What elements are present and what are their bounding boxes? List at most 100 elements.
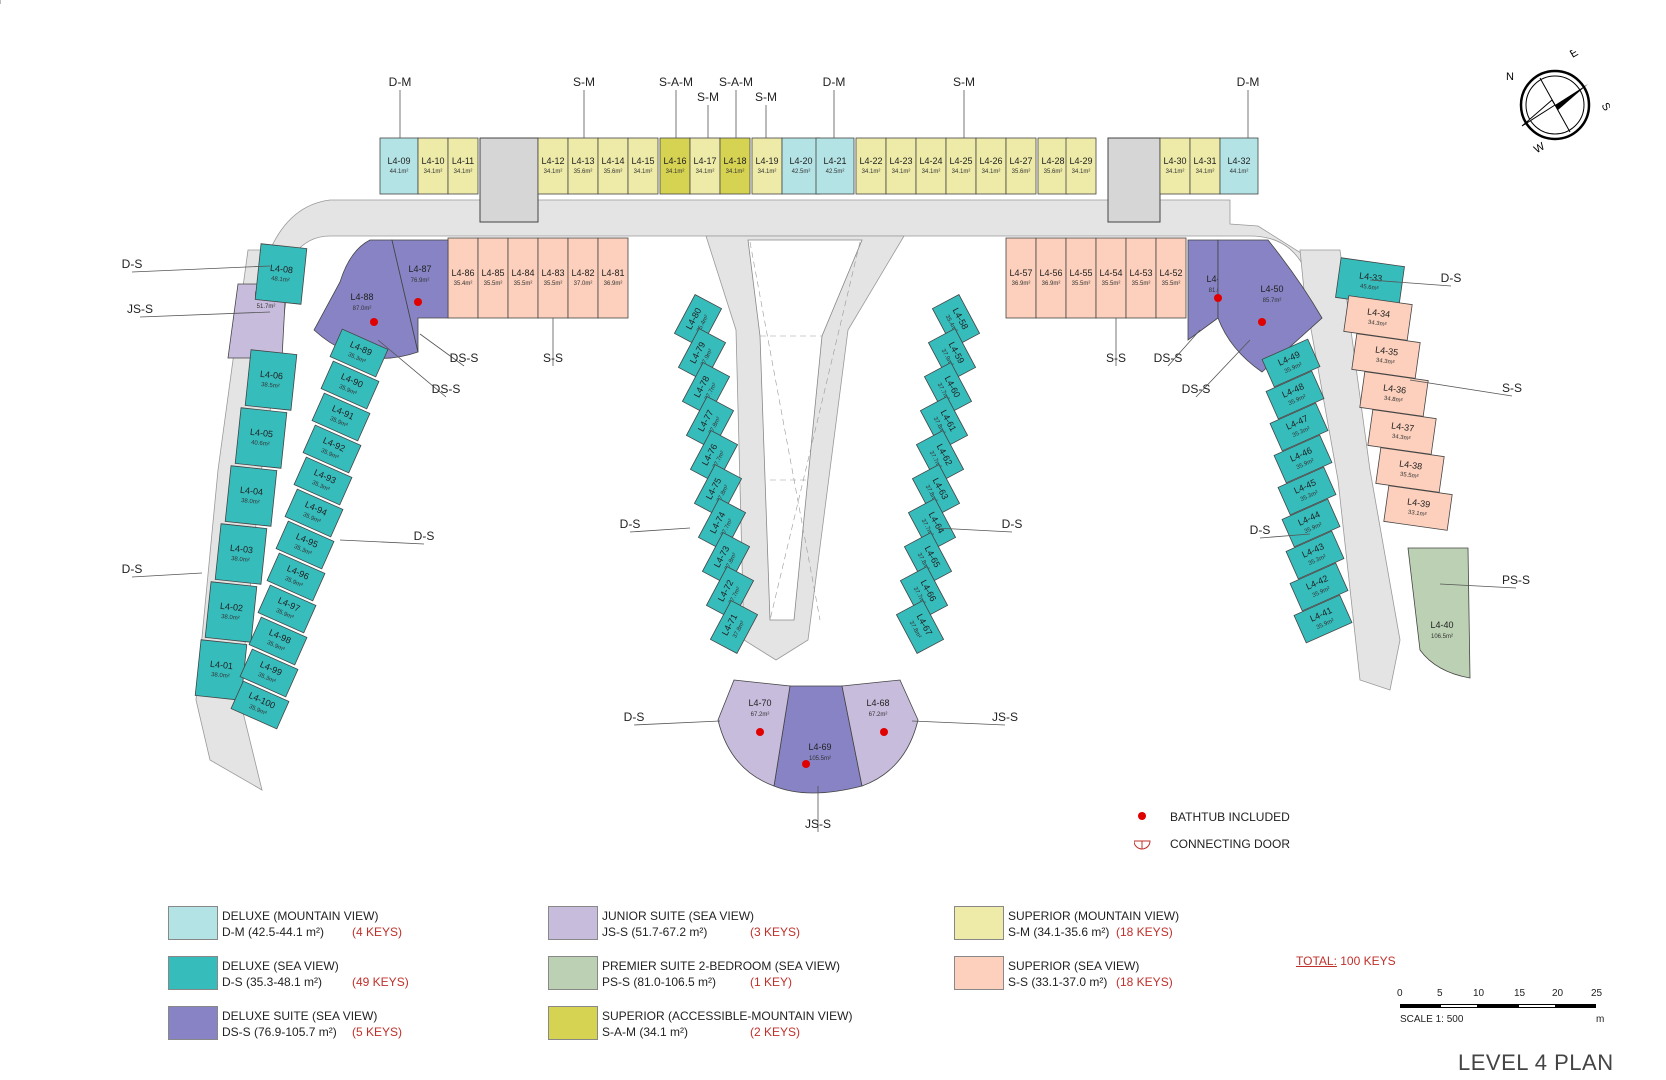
unit-area: 34.1m² (454, 169, 473, 175)
callout-leader (911, 720, 1006, 726)
unit-id: L4-26 (979, 156, 1002, 166)
void-line (769, 241, 861, 621)
unit-area: 33.1m² (1407, 510, 1426, 519)
callout-label: S-S (1106, 351, 1126, 365)
unit-area: 34.3m² (1367, 320, 1386, 329)
unit-shape (1065, 237, 1097, 319)
unit-shape (709, 599, 759, 655)
unit-shape (248, 616, 308, 666)
unit-id: L4-86 (451, 268, 474, 278)
unit-area: 40.6m² (251, 440, 270, 448)
unit-shape (919, 395, 969, 451)
unit-id: L4-40 (1430, 620, 1453, 630)
unit-area: 34.1m² (666, 169, 685, 175)
scale-bar: 0 5 10 15 20 25 SCALE 1: 500 m (1397, 988, 1610, 1038)
unit-area: 42.5m² (826, 169, 845, 175)
callout-label: D-S (1250, 523, 1271, 537)
unit-id: L4-30 (1163, 156, 1186, 166)
unit-area: 36.9m² (1042, 281, 1061, 287)
callout-leader (1167, 329, 1201, 367)
unit-shape (204, 581, 258, 643)
unit-shape (266, 552, 326, 602)
unit-shape (597, 237, 629, 319)
callout-leader (419, 333, 465, 367)
callout-leader (629, 527, 691, 533)
unit-id: L4-36 (1383, 382, 1407, 395)
legend-swatch (954, 956, 1004, 990)
unit-shape (284, 488, 344, 538)
unit-shape (1189, 137, 1221, 195)
unit-shape (815, 137, 855, 195)
unit-shape (567, 237, 599, 319)
unit-area: 34.1m² (544, 169, 563, 175)
unit-area: 67.2m² (751, 712, 770, 718)
unit-area: 34.3m² (1391, 434, 1410, 443)
unit-shape (895, 599, 945, 655)
unit-id: L4-27 (1009, 156, 1032, 166)
unit-area: 38.0m² (231, 556, 250, 564)
unit-shape (1125, 237, 1157, 319)
unit-shape (677, 327, 727, 383)
note-symbols (1134, 812, 1151, 850)
stair-core (479, 137, 539, 223)
bathtub-note: BATHTUB INCLUDED (1170, 810, 1290, 824)
legend-range: DS-S (76.9-105.7 m²) (222, 1025, 337, 1039)
unit-area: 34.3m² (1375, 358, 1394, 367)
unit-shape (719, 137, 751, 195)
callout-leader (131, 265, 271, 273)
callout-label: DS-S (1154, 351, 1183, 365)
unit-id: L4-19 (755, 156, 778, 166)
unit-area: 34.1m² (982, 169, 1001, 175)
callout-label: D-M (823, 75, 846, 89)
callout-leader (131, 572, 203, 578)
callout-label: JS-S (127, 302, 153, 316)
unit-id: L4-23 (889, 156, 912, 166)
unit-id: L4-70 (748, 698, 771, 708)
unit-id: L4-81 (601, 268, 624, 278)
unit-area: 34.1m² (922, 169, 941, 175)
unit-shape (885, 137, 917, 195)
bathtub-icon (370, 318, 378, 326)
callout-label: DS-S (450, 351, 479, 365)
unit-shape (1265, 370, 1325, 420)
callout-label: D-M (389, 75, 412, 89)
unit-l4-23: L4-23 34.1m² (885, 137, 917, 195)
unit-shape (537, 237, 569, 319)
legend-swatch (548, 1006, 598, 1040)
unit-shape (681, 361, 731, 417)
unit-area: 34.1m² (862, 169, 881, 175)
unit-area: 51.7m² (257, 304, 276, 310)
unit-shape (717, 679, 791, 787)
unit-id: L4-29 (1069, 156, 1092, 166)
unit-id: L4-08 (270, 263, 294, 275)
unit-area: 34.1m² (892, 169, 911, 175)
unit-shape (915, 137, 947, 195)
unit-shape (537, 137, 569, 195)
unit-id: L4-15 (631, 156, 654, 166)
unit-l4-29: L4-29 34.1m² (1065, 137, 1097, 195)
unit-id: L4-52 (1159, 268, 1182, 278)
scale-unit: m (1596, 1014, 1605, 1025)
scale-tick: 20 (1552, 988, 1564, 999)
unit-shape (230, 680, 290, 730)
unit-shape (659, 137, 691, 195)
unit-area: 34.1m² (1072, 169, 1091, 175)
scale-tick: 5 (1437, 988, 1443, 999)
callout-label: S-M (573, 75, 595, 89)
